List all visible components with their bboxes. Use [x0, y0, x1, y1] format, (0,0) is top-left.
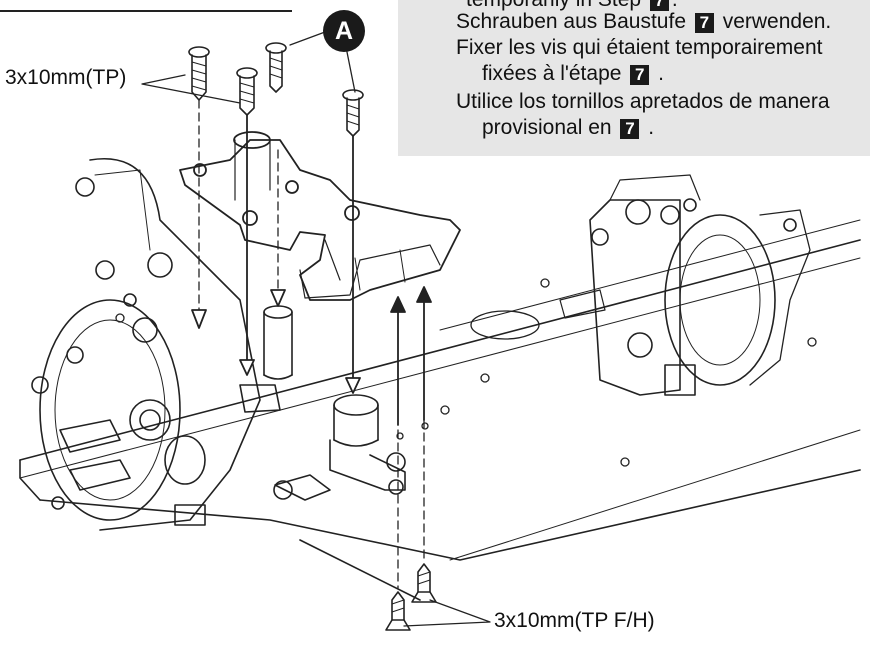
top-screw-label: 3x10mm(TP) [5, 66, 127, 89]
chassis-plate [19, 219, 861, 601]
note-line-es-1: Utilice los tornillos apretados de maner… [456, 90, 830, 113]
note-fr-end: . [658, 62, 664, 85]
header-rule [0, 10, 292, 12]
post [263, 305, 293, 380]
screw-bottom-2 [411, 563, 437, 603]
upper-mount [179, 131, 461, 301]
instruction-note: temporarily in Step 7. Schrauben aus Bau… [398, 0, 870, 156]
left-gearbox [31, 158, 281, 531]
note-es-end: . [648, 116, 655, 139]
note-line-fr-1: Fixer les vis qui étaient temporairement [456, 36, 823, 59]
assembly-arrows [191, 114, 432, 426]
note-line-fr-2: fixées à l'étape 7 . [482, 62, 664, 86]
chassis-holes [115, 278, 817, 467]
screw-top-3 [236, 67, 258, 116]
marker-a: A [323, 10, 365, 52]
step-badge: 7 [630, 65, 650, 85]
note-fr-text: fixées à l'étape [482, 62, 622, 85]
screw-bottom-1 [385, 591, 411, 631]
note-line-en: temporarily in Step 7. [466, 0, 678, 12]
note-es-text: provisional en [482, 116, 612, 139]
note-line-de: Schrauben aus Baustufe 7 verwenden. [456, 10, 831, 34]
screw-top-2 [265, 42, 287, 93]
bottom-screw-label: 3x10mm(TP F/H) [494, 609, 655, 632]
note-line-es-2: provisional en 7 . [482, 116, 654, 140]
step-badge: 7 [694, 13, 714, 33]
step-badge: 7 [649, 0, 669, 11]
note-de-text: Schrauben aus Baustufe [456, 10, 686, 33]
screw-top-4 [342, 89, 364, 137]
right-gearbox [559, 174, 811, 396]
lower-mount [273, 394, 406, 501]
note-en-text: temporarily in Step [466, 0, 641, 11]
note-de-end: verwenden. [722, 10, 832, 33]
screw-top-1 [188, 46, 210, 101]
step-badge: 7 [620, 119, 640, 139]
alignment-lines [198, 99, 425, 589]
